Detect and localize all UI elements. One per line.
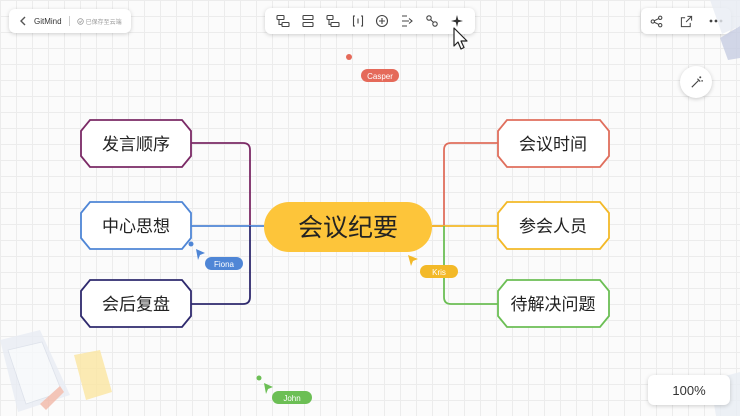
collaborator-cursor-john: John bbox=[256, 375, 312, 404]
collaborator-name: John bbox=[283, 394, 300, 403]
zoom-level-text: 100% bbox=[672, 382, 706, 398]
mindmap-node[interactable]: 会后复盘 bbox=[80, 279, 192, 328]
node-label: 中心思想 bbox=[102, 217, 170, 237]
collaborator-name: Fiona bbox=[214, 260, 235, 269]
node-label: 参会人员 bbox=[519, 217, 587, 237]
insert-child-node-icon[interactable] bbox=[274, 12, 292, 30]
decor-top-right bbox=[710, 0, 740, 60]
mindmap-node[interactable]: 发言顺序 bbox=[80, 119, 192, 168]
collaborator-cursor-casper: Casper bbox=[346, 54, 399, 82]
toolbar bbox=[265, 8, 475, 34]
ai-sparkle-icon[interactable] bbox=[448, 12, 466, 30]
back-chevron-icon[interactable] bbox=[17, 15, 29, 27]
mindmap-node[interactable]: 参会人员 bbox=[497, 201, 610, 250]
mindmap-root-node[interactable]: 会议纪要 bbox=[264, 202, 432, 252]
layout-structure-icon[interactable] bbox=[423, 12, 441, 30]
collaborator-name: Casper bbox=[367, 72, 393, 81]
zoom-level[interactable]: 100% bbox=[648, 375, 730, 405]
collaborator-cursor-kris: Kris bbox=[408, 255, 458, 278]
node-label: 会议时间 bbox=[519, 135, 587, 155]
node-label: 发言顺序 bbox=[102, 135, 170, 155]
node-label: 会后复盘 bbox=[102, 295, 170, 315]
relationship-line-icon[interactable] bbox=[398, 12, 416, 30]
save-status-text: 已保存至云端 bbox=[85, 18, 122, 26]
divider bbox=[68, 16, 70, 26]
magic-wand-button[interactable] bbox=[680, 66, 712, 98]
node-label: 待解决问题 bbox=[511, 295, 596, 315]
decor-bottom-left bbox=[0, 330, 112, 412]
export-icon[interactable] bbox=[676, 11, 696, 31]
cloud-check-icon bbox=[76, 17, 84, 25]
brand-panel: GitMind 已保存至云端 bbox=[9, 9, 131, 33]
mindmap-node[interactable]: 中心思想 bbox=[80, 201, 192, 250]
share-icon[interactable] bbox=[646, 11, 666, 31]
mindmap-node[interactable]: 待解决问题 bbox=[497, 279, 610, 328]
mouse-pointer-icon bbox=[453, 27, 468, 50]
magic-wand-icon bbox=[690, 75, 703, 88]
root-label: 会议纪要 bbox=[298, 213, 398, 242]
add-circle-icon[interactable] bbox=[373, 12, 391, 30]
collaborator-name: Kris bbox=[432, 268, 446, 277]
collaborator-cursor-fiona: Fiona bbox=[188, 241, 243, 270]
right-connectors bbox=[432, 142, 499, 305]
insert-parent-node-icon[interactable] bbox=[324, 12, 342, 30]
insert-sibling-node-icon[interactable] bbox=[299, 12, 317, 30]
app-name[interactable]: GitMind bbox=[34, 16, 62, 26]
save-status: 已保存至云端 bbox=[76, 17, 122, 26]
left-connectors bbox=[190, 142, 264, 305]
mindmap-node[interactable]: 会议时间 bbox=[497, 119, 610, 168]
summary-bracket-icon[interactable] bbox=[349, 12, 367, 30]
